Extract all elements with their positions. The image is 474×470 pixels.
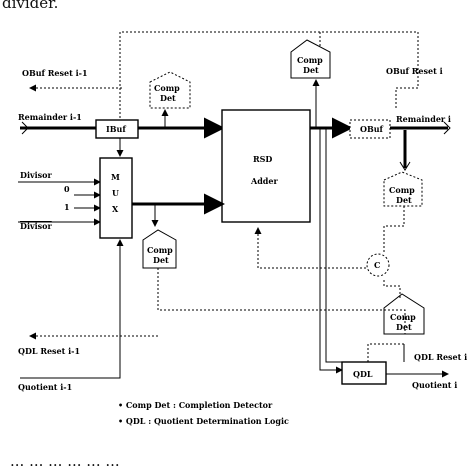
label-divisor-bar: Divisor bbox=[20, 221, 53, 231]
c-element-label: C bbox=[374, 260, 380, 270]
quotient-prev-wire bbox=[20, 239, 124, 379]
obuf-reset-feedback-wire bbox=[119, 31, 419, 122]
comp-det-adder-label-2: Det bbox=[303, 65, 319, 75]
comp-det-qdl-label-1: Comp bbox=[390, 312, 416, 322]
label-obuf-reset-prev: OBuf Reset i-1 bbox=[22, 68, 88, 78]
comp-det-qdl-block bbox=[383, 293, 425, 335]
comp-det-mux-block bbox=[142, 229, 177, 269]
legend-item-qdl: • QDL : Quotient Determination Logic bbox=[118, 416, 289, 426]
label-zero: 0 bbox=[64, 184, 70, 194]
label-quotient-i: Quotient i bbox=[412, 380, 457, 390]
comp-det-adder-block bbox=[290, 39, 331, 79]
label-quotient-prev: Quotient i-1 bbox=[18, 382, 72, 392]
qdl-reset-dotted-wire bbox=[157, 268, 406, 334]
qdl-label: QDL bbox=[353, 369, 373, 379]
mux-label-u: U bbox=[112, 188, 119, 198]
mux-label-m: M bbox=[111, 172, 120, 182]
adder-to-qdl-wire-2 bbox=[325, 128, 342, 363]
label-obuf-reset-i: OBuf Reset i bbox=[386, 66, 443, 76]
text-fragment-bottom: ... ... ... ... ... ... bbox=[10, 452, 120, 470]
comp-det-qdl-label-2: Det bbox=[396, 322, 412, 332]
label-qdl-reset-prev: QDL Reset i-1 bbox=[18, 346, 80, 356]
comp-det-obuf-label-2: Det bbox=[396, 195, 412, 205]
label-qdl-reset-i: QDL Reset i bbox=[414, 352, 467, 362]
legend-item-comp-det: • Comp Det : Completion Detector bbox=[118, 400, 273, 410]
comp-det-adder-label-1: Comp bbox=[297, 55, 323, 65]
comp-det-mux-label-2: Det bbox=[153, 255, 169, 265]
mux-block bbox=[99, 157, 133, 239]
label-one: 1 bbox=[64, 202, 70, 212]
adder-to-qdl-wire bbox=[319, 128, 343, 374]
text-fragment-top: divider. bbox=[2, 0, 59, 12]
label-divisor: Divisor bbox=[20, 170, 53, 180]
comp-det-obuf-label-1: Comp bbox=[389, 185, 415, 195]
comp-det-obuf-block bbox=[383, 171, 423, 207]
obuf-comp-det-arrow bbox=[399, 161, 411, 171]
remainder-output-chevron bbox=[443, 121, 451, 135]
remainder-input-chevron bbox=[21, 121, 29, 135]
comp-det-to-c-wire bbox=[383, 206, 405, 252]
c-to-adder-wire bbox=[254, 227, 366, 269]
lower-comp-det-to-c-wire bbox=[383, 278, 401, 298]
label-remainder-prev: Remainder i-1 bbox=[18, 112, 82, 122]
qdl-to-comp-det-wire bbox=[367, 343, 404, 362]
c-element bbox=[366, 253, 390, 277]
rsd-adder-block bbox=[221, 109, 311, 223]
comp-det-ibuf-label-2: Det bbox=[160, 93, 176, 103]
comp-det-ibuf-label-1: Comp bbox=[154, 83, 180, 93]
obuf-label: OBuf bbox=[360, 124, 384, 134]
rsd-adder-label-1: RSD bbox=[253, 154, 272, 164]
comp-det-ibuf-block bbox=[149, 71, 191, 109]
comp-det-mux-label-1: Comp bbox=[147, 245, 173, 255]
rsd-adder-label-2: Adder bbox=[250, 176, 278, 186]
ibuf-label: IBuf bbox=[106, 124, 126, 134]
qdl-block bbox=[341, 361, 387, 385]
label-remainder-i: Remainder i bbox=[396, 114, 451, 124]
mux-label-x: X bbox=[112, 204, 119, 214]
